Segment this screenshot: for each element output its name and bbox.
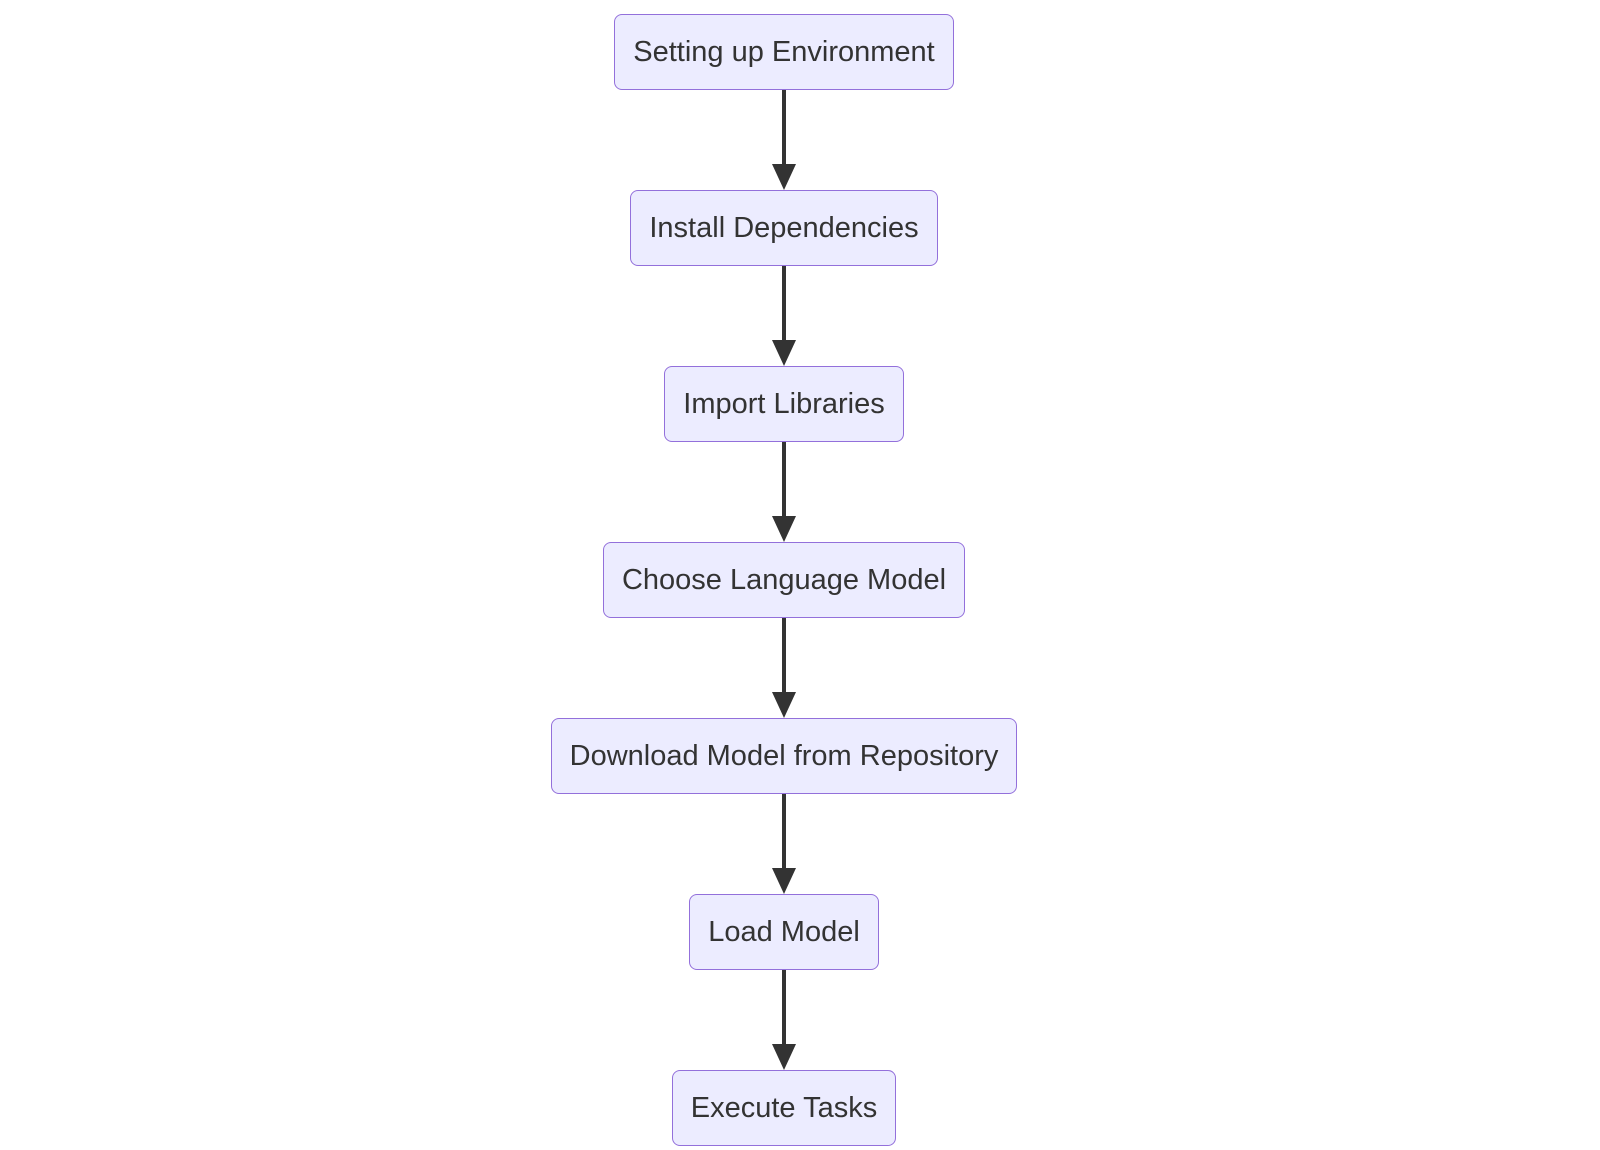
arrow-head-icon xyxy=(772,1044,796,1070)
arrow-line xyxy=(782,90,786,164)
flow-arrow-4 xyxy=(772,618,796,718)
node-choose-language-model: Choose Language Model xyxy=(602,542,966,618)
arrow-head-icon xyxy=(772,516,796,542)
flowchart: Setting up Environment Install Dependenc… xyxy=(0,14,1600,1146)
arrow-line xyxy=(782,794,786,868)
arrow-line xyxy=(782,266,786,340)
flow-arrow-5 xyxy=(772,794,796,894)
node-setting-up-environment: Setting up Environment xyxy=(614,14,954,90)
flow-arrow-3 xyxy=(772,442,796,542)
node-load-model: Load Model xyxy=(689,894,879,970)
arrow-line xyxy=(782,618,786,692)
node-install-dependencies: Install Dependencies xyxy=(630,190,938,266)
arrow-line xyxy=(782,970,786,1044)
flow-arrow-1 xyxy=(772,90,796,190)
flow-arrow-2 xyxy=(772,266,796,366)
node-download-model-from-repository: Download Model from Repository xyxy=(550,718,1018,794)
arrow-line xyxy=(782,442,786,516)
flow-arrow-6 xyxy=(772,970,796,1070)
arrow-head-icon xyxy=(772,868,796,894)
node-import-libraries: Import Libraries xyxy=(664,366,904,442)
arrow-head-icon xyxy=(772,692,796,718)
node-execute-tasks: Execute Tasks xyxy=(671,1070,897,1146)
arrow-head-icon xyxy=(772,164,796,190)
arrow-head-icon xyxy=(772,340,796,366)
